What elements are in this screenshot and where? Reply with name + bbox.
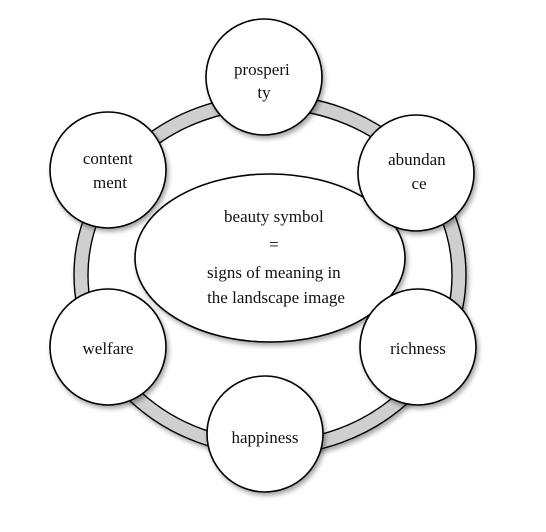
svg-text:abundan ce: abundan ce bbox=[388, 150, 450, 193]
node-abundance-line-2: ce bbox=[411, 174, 426, 193]
node-contentment: content ment bbox=[49, 111, 167, 229]
center-line-3: signs of meaning in bbox=[207, 263, 341, 282]
node-contentment-line-2: ment bbox=[93, 173, 127, 192]
node-prosperity: prosperi ty bbox=[205, 18, 323, 136]
node-prosperity-line-1: prosperi bbox=[234, 60, 290, 79]
node-richness: richness bbox=[359, 288, 477, 406]
node-happiness-line-1: happiness bbox=[231, 428, 298, 447]
center-concept: beauty symbol = signs of meaning in the … bbox=[134, 173, 406, 343]
svg-text:welfare: welfare bbox=[83, 339, 134, 358]
svg-text:happiness: happiness bbox=[231, 428, 298, 447]
svg-text:prosperi ty: prosperi ty bbox=[234, 60, 294, 102]
center-line-2: = bbox=[269, 235, 279, 254]
svg-text:richness: richness bbox=[390, 339, 446, 358]
node-prosperity-line-2: ty bbox=[257, 83, 271, 102]
svg-text:content ment: content ment bbox=[83, 149, 137, 192]
node-happiness: happiness bbox=[206, 375, 324, 493]
node-welfare-line-1: welfare bbox=[83, 339, 134, 358]
node-richness-line-1: richness bbox=[390, 339, 446, 358]
node-abundance-line-1: abundan bbox=[388, 150, 446, 169]
center-line-4: the landscape image bbox=[207, 288, 345, 307]
node-contentment-line-1: content bbox=[83, 149, 133, 168]
node-welfare: welfare bbox=[49, 288, 167, 406]
node-abundance: abundan ce bbox=[357, 114, 475, 232]
svg-text:beauty symbol = si: beauty symbol = signs of meaning in the … bbox=[207, 207, 345, 307]
center-line-1: beauty symbol bbox=[224, 207, 324, 226]
